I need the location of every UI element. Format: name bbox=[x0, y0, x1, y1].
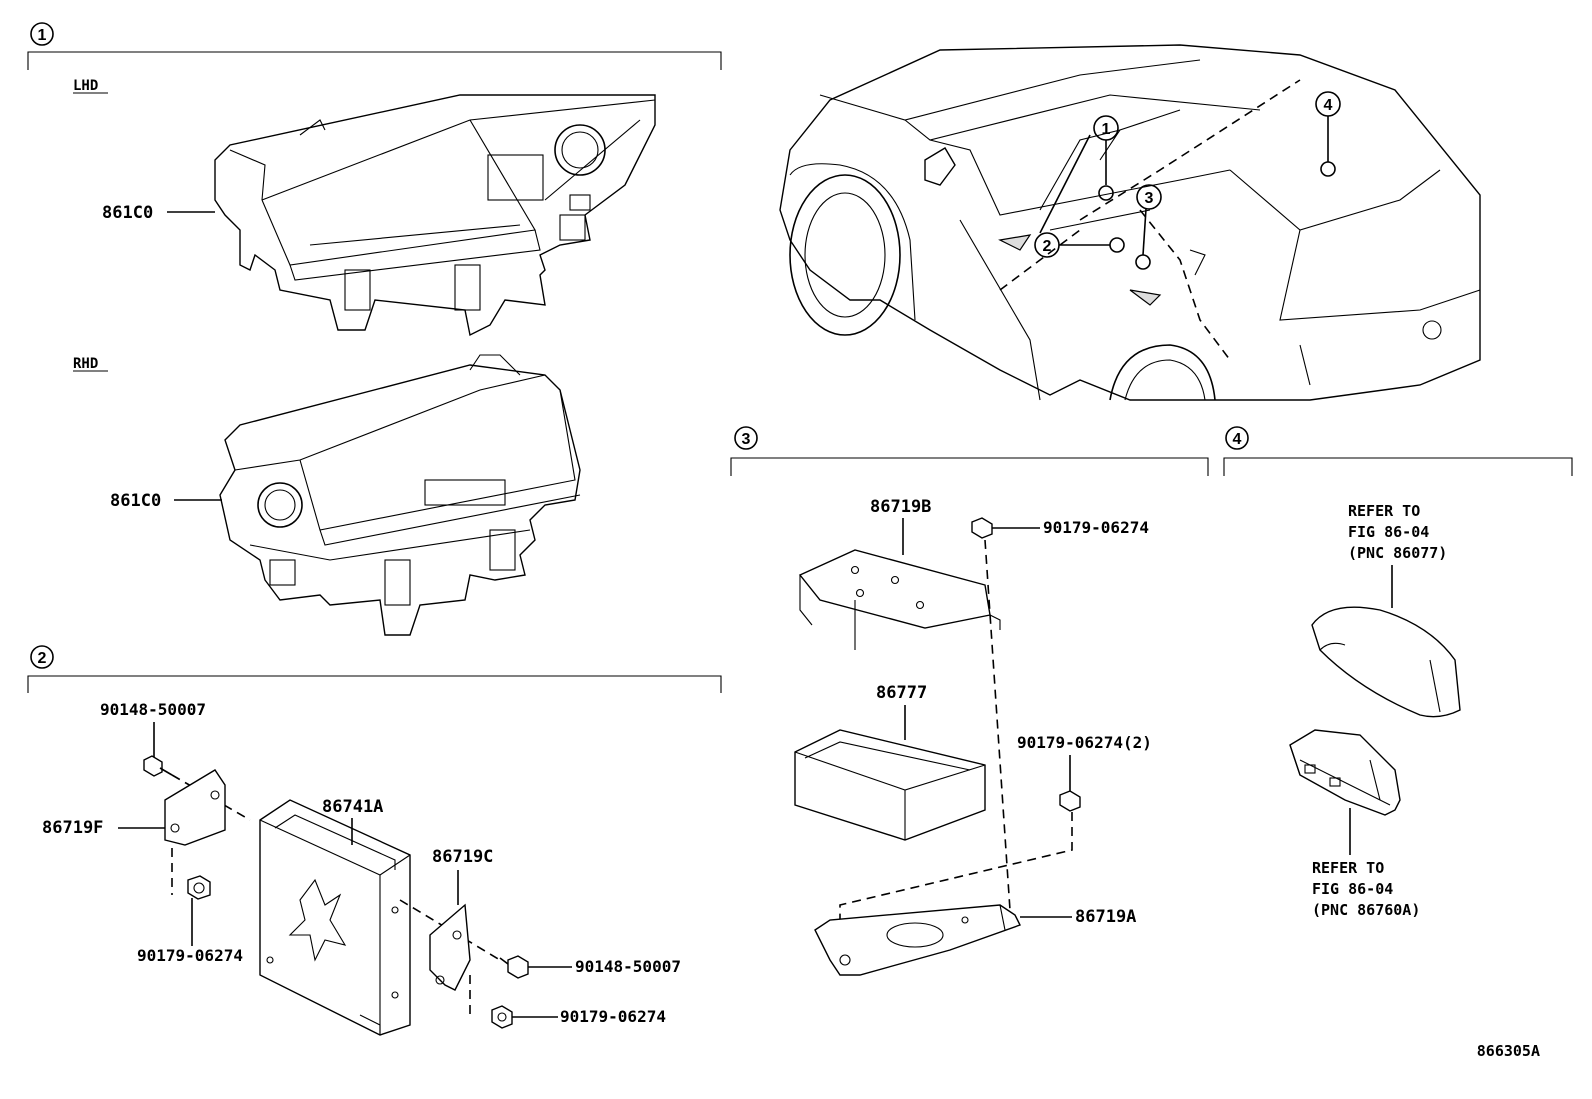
section-3: 3 86719B 90179-06274 867 bbox=[730, 426, 1209, 976]
reference-top: REFER TO FIG 86-04 (PNC 86077) bbox=[1348, 502, 1447, 562]
vehicle-callout-1: 1 bbox=[1093, 115, 1119, 201]
bolt-top-left-drawing bbox=[143, 755, 173, 777]
reference-bottom-line-2: FIG 86-04 bbox=[1312, 880, 1393, 898]
bracket-86719A-drawing bbox=[814, 904, 1021, 976]
nut-right-drawing bbox=[491, 1005, 513, 1029]
svg-text:4: 4 bbox=[1233, 431, 1242, 448]
rhd-label: RHD bbox=[73, 356, 98, 372]
bracket-86719B-drawing bbox=[798, 549, 1001, 650]
nut-top-part-number: 90179-06274 bbox=[1043, 518, 1149, 537]
nut-mid-drawing bbox=[1059, 790, 1081, 812]
svg-text:2: 2 bbox=[1043, 238, 1052, 255]
nut-mid-part-number: 90179-06274(2) bbox=[1017, 733, 1152, 752]
reference-top-line-2: FIG 86-04 bbox=[1348, 523, 1429, 541]
section-4-badge: 4 bbox=[1225, 426, 1249, 450]
section-4-bracket-line bbox=[1223, 457, 1573, 476]
svg-text:3: 3 bbox=[742, 431, 751, 448]
reference-top-line-3: (PNC 86077) bbox=[1348, 544, 1447, 562]
bolt-top-left-part-number: 90148-50007 bbox=[100, 700, 206, 719]
nut-right-part-number: 90179-06274 bbox=[560, 1007, 666, 1026]
svg-text:4: 4 bbox=[1324, 97, 1333, 114]
bracket-top-part-number: 86719B bbox=[870, 497, 931, 517]
bracket-bottom-part-number: 86719A bbox=[1075, 907, 1136, 927]
section-2-badge: 2 bbox=[30, 645, 54, 669]
nut-left-drawing bbox=[187, 875, 211, 900]
rhd-display-unit-drawing bbox=[219, 354, 581, 636]
reference-bottom: REFER TO FIG 86-04 (PNC 86760A) bbox=[1312, 859, 1420, 919]
reference-top-line-1: REFER TO bbox=[1348, 502, 1420, 520]
nut-left-part-number: 90179-06274 bbox=[137, 946, 243, 965]
lhd-part-number: 861C0 bbox=[102, 203, 153, 223]
svg-text:3: 3 bbox=[1145, 190, 1154, 207]
section-1: 1 LHD 861C0 RHD bbox=[27, 22, 722, 636]
svg-text:1: 1 bbox=[38, 27, 47, 44]
lhd-display-unit-drawing bbox=[214, 94, 656, 337]
main-unit-86741A-drawing bbox=[259, 799, 411, 1036]
antenna-cover-drawing bbox=[1311, 606, 1461, 718]
diagram-id: 866305A bbox=[1477, 1042, 1540, 1060]
section-3-badge: 3 bbox=[734, 426, 758, 450]
vehicle-callout-4: 4 bbox=[1315, 91, 1341, 177]
unit-86777-drawing bbox=[794, 729, 986, 841]
antenna-base-drawing bbox=[1289, 729, 1401, 816]
reference-bottom-line-1: REFER TO bbox=[1312, 859, 1384, 877]
nut-top-drawing bbox=[971, 517, 993, 539]
svg-text:2: 2 bbox=[38, 650, 47, 667]
svg-text:1: 1 bbox=[1102, 121, 1111, 138]
main-unit-part-number: 86741A bbox=[322, 797, 383, 817]
vehicle-location-drawing: 1 2 3 4 bbox=[779, 44, 1481, 401]
rhd-part-number: 861C0 bbox=[110, 491, 161, 511]
bolt-right-drawing bbox=[499, 955, 529, 979]
section-1-badge: 1 bbox=[30, 22, 54, 46]
unit-part-number: 86777 bbox=[876, 683, 927, 703]
section-2: 2 90148-50007 86719F 90179-06274 bbox=[27, 645, 722, 1036]
lhd-label: LHD bbox=[73, 78, 98, 94]
section-3-bracket-line bbox=[730, 457, 1209, 476]
bracket-left-part-number: 86719F bbox=[42, 818, 103, 838]
section-4: 4 REFER TO FIG 86-04 (PNC 86077) REFER T… bbox=[1223, 426, 1573, 919]
vehicle-callout-2: 2 bbox=[1034, 134, 1125, 258]
section-2-bracket-line bbox=[27, 675, 722, 693]
bolt-right-part-number: 90148-50007 bbox=[575, 957, 681, 976]
bracket-right-part-number: 86719C bbox=[432, 847, 493, 867]
vehicle-callout-3: 3 bbox=[1135, 184, 1162, 270]
bracket-86719F-drawing bbox=[164, 769, 226, 846]
reference-bottom-line-3: (PNC 86760A) bbox=[1312, 901, 1420, 919]
bracket-86719C-drawing bbox=[429, 903, 471, 991]
section-1-bracket-line bbox=[27, 51, 722, 70]
